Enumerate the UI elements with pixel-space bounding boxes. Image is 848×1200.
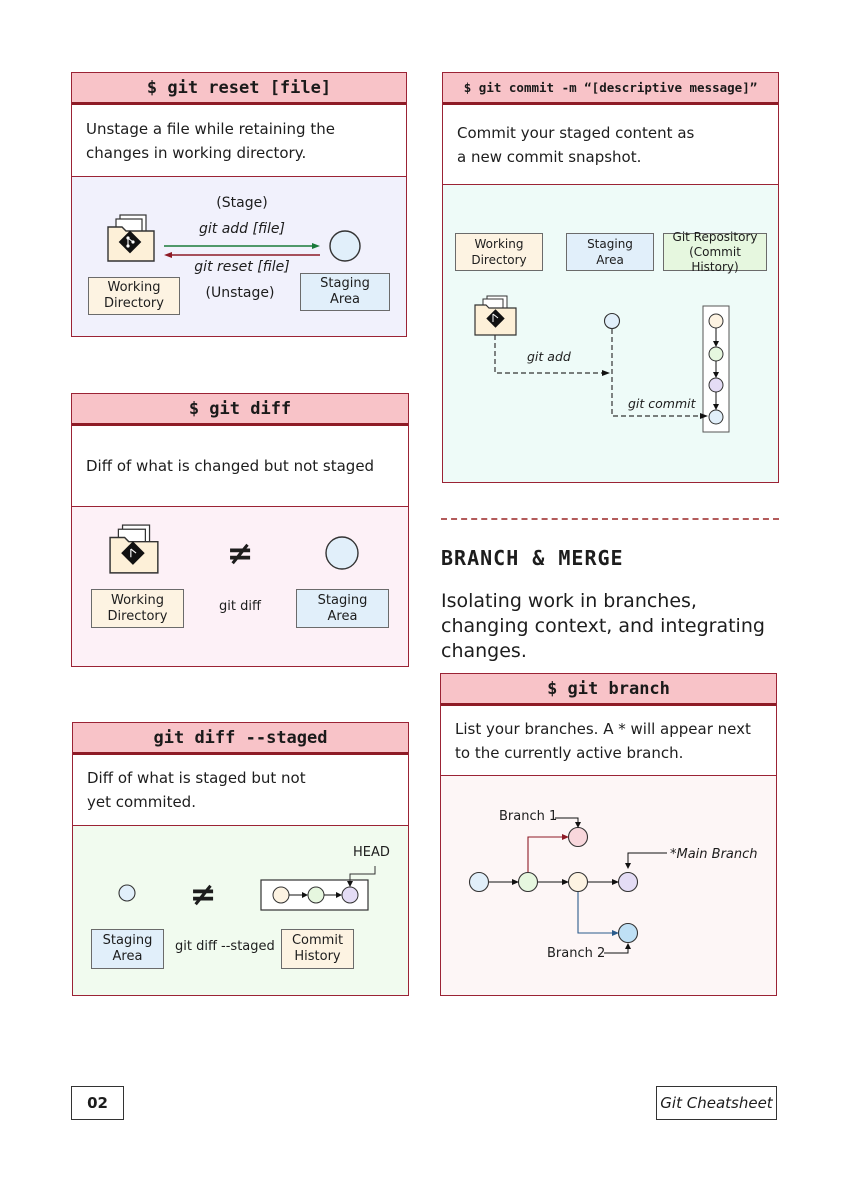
diff-staged-description: Diff of what is staged but not yet commi… (73, 755, 408, 826)
diff-card: $ git diff Diff of what is changed but n… (71, 393, 409, 667)
diff-description: Diff of what is changed but not staged (72, 426, 408, 507)
diff-staged-card: git diff --staged Diff of what is staged… (72, 722, 409, 996)
commit-working-dir-label: Working Directory (455, 233, 543, 271)
reset-unstage-label: (Unstage) (205, 285, 275, 301)
diff-git-diff-label: git diff (219, 599, 261, 614)
reset-git-add-label: git add [file] (199, 221, 285, 237)
staging-circle-icon (325, 536, 359, 570)
commit-repo-label: Git Repository (Commit History) (663, 230, 767, 274)
commit-diagram: Working Directory Staging Area Git Repos… (443, 185, 778, 482)
section-divider (441, 518, 779, 520)
commit-flow-diagram (474, 295, 730, 433)
main-branch-label: *Main Branch (670, 847, 758, 862)
diff-staged-graphics (118, 866, 376, 911)
commit-description: Commit your staged content as a new comm… (443, 105, 778, 185)
staging-circle-icon (329, 230, 361, 262)
diff-staging-area-label: Staging Area (296, 589, 389, 628)
git-folder-icon (109, 524, 159, 574)
reset-staging-area-label: Staging Area (300, 273, 390, 311)
reset-card: $ git reset [file] Unstage a file while … (71, 72, 407, 337)
section-title: BRANCH & MERGE (441, 546, 624, 570)
branch-card: $ git branch List your branches. A * wil… (440, 673, 777, 996)
reset-working-dir-label: Working Directory (88, 277, 180, 315)
commit-git-add-label: git add (527, 349, 571, 364)
head-label: HEAD (353, 845, 390, 860)
branch2-label: Branch 2 (547, 946, 606, 961)
commit-git-commit-label: git commit (628, 396, 696, 411)
doc-title: Git Cheatsheet (656, 1086, 777, 1120)
branch-diagram: Branch 1 *Main Branch Branch 2 (441, 776, 776, 995)
branch1-label: Branch 1 (499, 809, 558, 824)
git-folder-icon (474, 295, 517, 336)
diff-staged-commit-history-label: Commit History (281, 929, 354, 969)
page-number: 02 (71, 1086, 124, 1120)
branch-description: List your branches. A * will appear next… (441, 706, 776, 776)
reset-diagram: Working Directory (Stage) git add [file]… (72, 177, 406, 336)
git-folder-icon (107, 214, 155, 262)
section-subtitle: Isolating work in branches, changing con… (441, 590, 765, 662)
commit-staging-area-label: Staging Area (566, 233, 654, 271)
diff-not-equal-icon: ≠ (226, 534, 254, 572)
diff-staged-command: git diff --staged (73, 723, 408, 755)
diff-diagram: ≠ Working Directory git diff Staging Are… (72, 507, 408, 666)
reset-command: $ git reset [file] (72, 73, 406, 105)
diff-command: $ git diff (72, 394, 408, 426)
reset-description: Unstage a file while retaining the chang… (72, 105, 406, 177)
stage-arrow (164, 243, 320, 258)
reset-stage-label: (Stage) (216, 195, 268, 211)
commit-command: $ git commit -m “[descriptive message]” (443, 73, 778, 105)
branch-graph (468, 817, 667, 954)
diff-staged-staging-label: Staging Area (91, 929, 164, 969)
reset-git-reset-label: git reset [file] (194, 259, 290, 275)
diff-staged-not-equal-icon: ≠ (189, 875, 217, 913)
commit-card: $ git commit -m “[descriptive message]” … (442, 72, 779, 483)
diff-staged-diagram: HEAD ≠ Staging Area git diff --staged Co… (73, 826, 408, 995)
diff-working-dir-label: Working Directory (91, 589, 184, 628)
branch-command: $ git branch (441, 674, 776, 706)
diff-staged-cmd-label: git diff --staged (175, 939, 275, 954)
